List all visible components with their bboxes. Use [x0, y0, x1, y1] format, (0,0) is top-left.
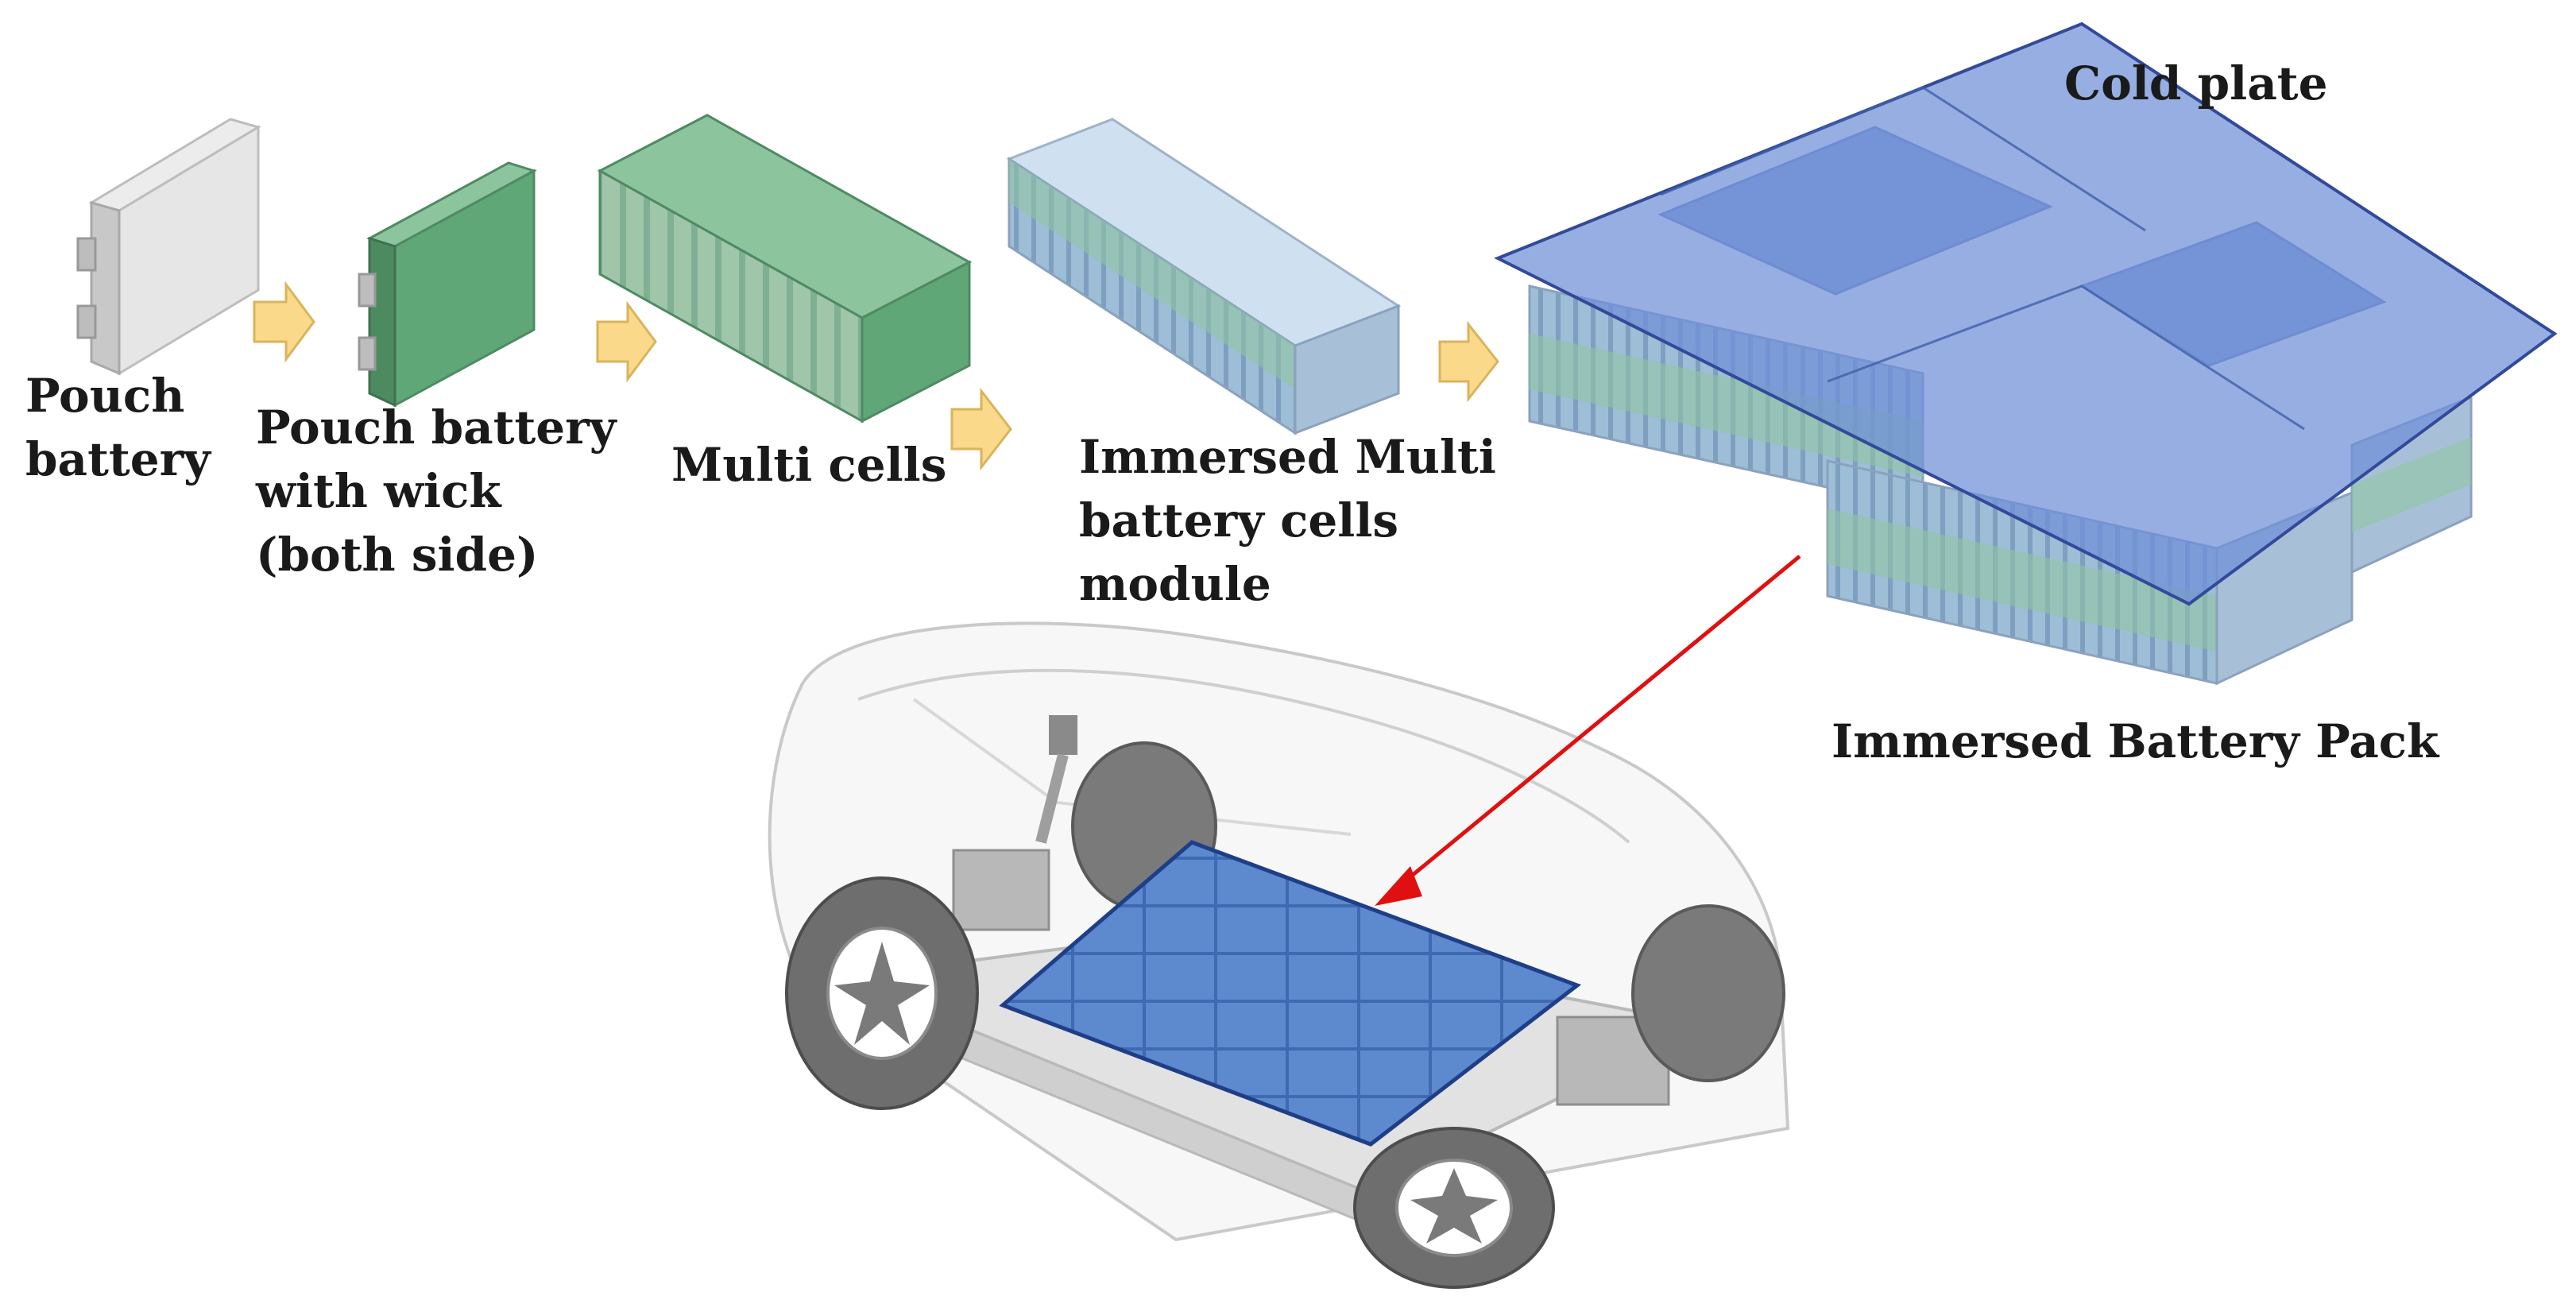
flow-arrow-3 [950, 387, 1012, 471]
immersed-module-illustration [1006, 118, 1402, 435]
label-immersed-module: Immersed Multi battery cells module [1079, 425, 1496, 616]
label-module-line2: battery cells [1079, 493, 1399, 547]
electric-vehicle-illustration [768, 621, 1790, 1289]
label-multi-cells-text: Multi cells [671, 438, 947, 492]
label-wick-line1: Pouch battery [256, 400, 617, 455]
label-module-line3: module [1079, 557, 1271, 611]
flow-arrow-1 [253, 281, 315, 363]
flow-arrow-2 [596, 300, 657, 383]
label-cold-plate-text: Cold plate [2064, 56, 2328, 110]
label-pouch-battery-line2: battery [25, 432, 211, 486]
pouch-battery-with-wick-illustration [358, 161, 537, 408]
label-wick-line2: with wick [256, 464, 501, 518]
label-immersed-battery-pack: Immersed Battery Pack [1831, 710, 2439, 773]
pouch-battery-illustration [76, 118, 261, 376]
flow-arrow-4 [1438, 320, 1499, 403]
red-pointer-arrow [1375, 555, 1801, 906]
label-module-line1: Immersed Multi [1079, 430, 1496, 484]
multi-cells-illustration [597, 114, 973, 424]
immersed-battery-pack-illustration [1494, 21, 2558, 686]
label-pouch-battery-line1: Pouch [25, 369, 185, 423]
vehicle-battery-pack [999, 840, 1582, 1147]
label-wick-line3: (both side) [256, 528, 539, 582]
label-cold-plate: Cold plate [2064, 52, 2328, 115]
label-multi-cells: Multi cells [671, 433, 946, 497]
label-immersed-pack-text: Immersed Battery Pack [1831, 714, 2439, 768]
label-pouch-battery: Pouch battery [25, 364, 211, 491]
label-pouch-battery-with-wick: Pouch battery with wick (both side) [256, 396, 616, 586]
